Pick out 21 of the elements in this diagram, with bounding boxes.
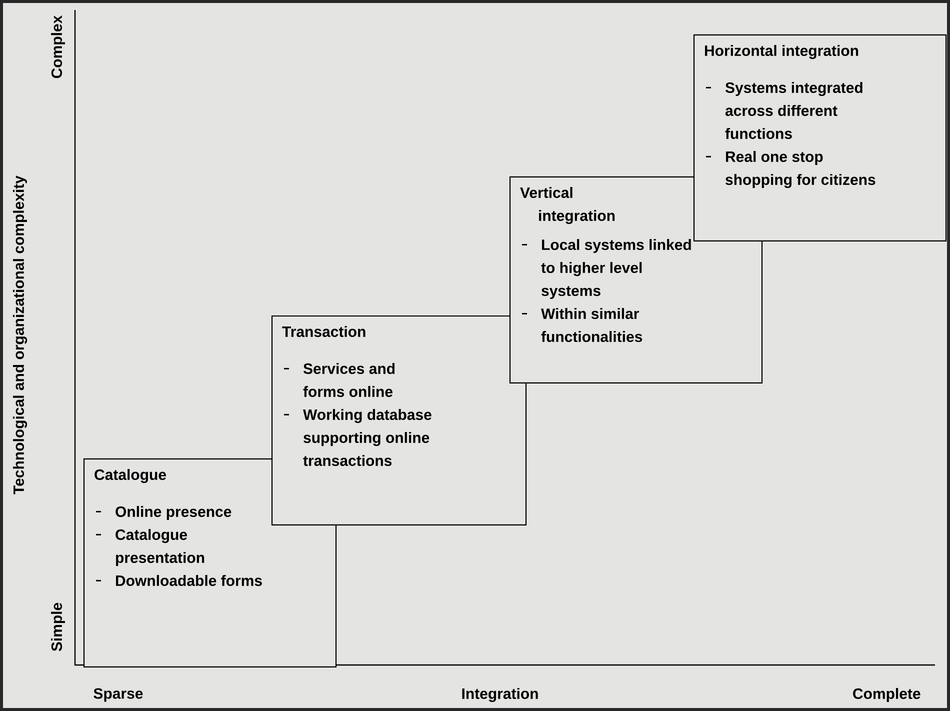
list-item: Services and forms online (303, 362, 395, 397)
axis-end-label: Simple (51, 602, 65, 652)
list-item: Local systems linked to higher level systems (541, 239, 691, 299)
stage-box (271, 315, 527, 526)
list-item: Working database supporting online transactions (303, 408, 432, 466)
axis-end-label: Sparse (94, 688, 143, 702)
list-item: Downloadable forms (116, 574, 262, 586)
axis-title: Integration (462, 688, 538, 702)
axis-end-label: Complex (51, 15, 65, 78)
list-item: Within similar functionalities (541, 308, 642, 342)
stage-title: Catalogue (94, 468, 166, 484)
axis-title: Technological and organizational complexity (12, 176, 28, 494)
stage-title: Vertical integration (520, 186, 615, 224)
list-item: Online presence (116, 506, 232, 520)
list-item: Catalogue presentation (116, 528, 204, 566)
list-item: Systems integrated across different functions (725, 82, 862, 139)
list-item: Real one stop shopping for citizens (726, 150, 876, 188)
stage-box (693, 34, 947, 242)
stage-title: Horizontal integration (705, 45, 858, 60)
axis-end-label: Complete (853, 688, 920, 702)
stage-title: Transaction (282, 326, 366, 337)
